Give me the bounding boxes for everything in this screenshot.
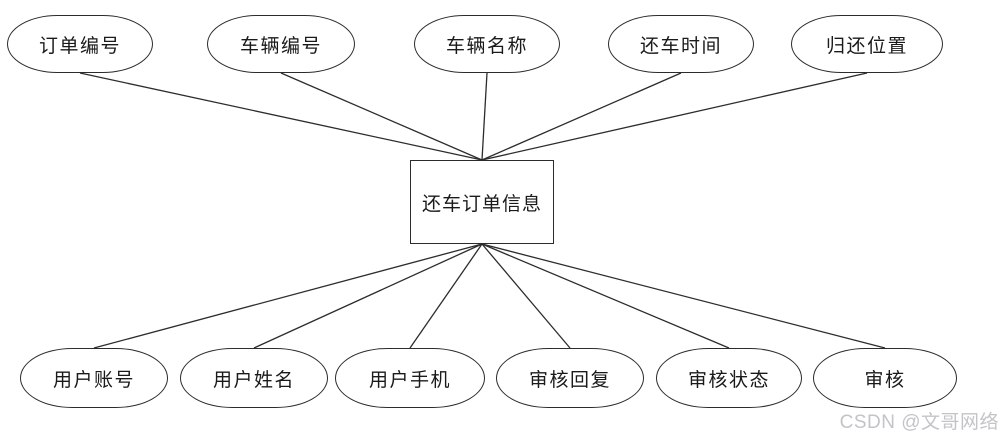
attribute-label: 审核状态 (687, 369, 770, 391)
attribute-label: 用户账号 (52, 369, 135, 391)
attribute-ellipse-top-4: 归还位置 (791, 15, 943, 73)
attribute-label: 审核回复 (528, 369, 611, 391)
connector-line (481, 243, 886, 349)
attribute-label: 还车时间 (639, 35, 722, 57)
connector-line (79, 72, 483, 161)
connector-line (481, 243, 571, 349)
attribute-ellipse-bottom-1: 用户姓名 (180, 348, 328, 408)
connector-line (93, 243, 483, 349)
attribute-ellipse-top-2: 车辆名称 (414, 15, 560, 73)
attribute-label: 车辆编号 (239, 35, 322, 57)
attribute-label: 用户姓名 (212, 369, 295, 391)
attribute-label: 归还位置 (825, 35, 908, 57)
attribute-label: 车辆名称 (445, 35, 528, 57)
attribute-ellipse-top-1: 车辆编号 (207, 15, 355, 73)
connector-line (481, 72, 682, 161)
attribute-label: 订单编号 (38, 35, 121, 57)
watermark: CSDN @文哥网络 (839, 412, 999, 433)
connector-line (280, 72, 483, 161)
connector-line (481, 72, 488, 161)
connector-line (481, 243, 730, 349)
attribute-ellipse-bottom-3: 审核回复 (496, 348, 644, 408)
attribute-ellipse-bottom-2: 用户手机 (335, 348, 485, 408)
entity-box: 还车订单信息 (410, 160, 554, 244)
connector-line (481, 72, 868, 161)
connector-line (409, 243, 483, 349)
connector-line (253, 243, 483, 349)
entity-label: 还车订单信息 (421, 193, 542, 215)
attribute-ellipse-top-0: 订单编号 (7, 15, 153, 73)
attribute-ellipse-bottom-4: 审核状态 (656, 348, 802, 408)
attribute-ellipse-top-3: 还车时间 (608, 15, 754, 73)
attribute-label: 审核 (864, 369, 906, 391)
attribute-ellipse-bottom-5: 审核 (813, 348, 957, 408)
attribute-label: 用户手机 (368, 369, 451, 391)
attribute-ellipse-bottom-0: 用户账号 (20, 348, 168, 408)
